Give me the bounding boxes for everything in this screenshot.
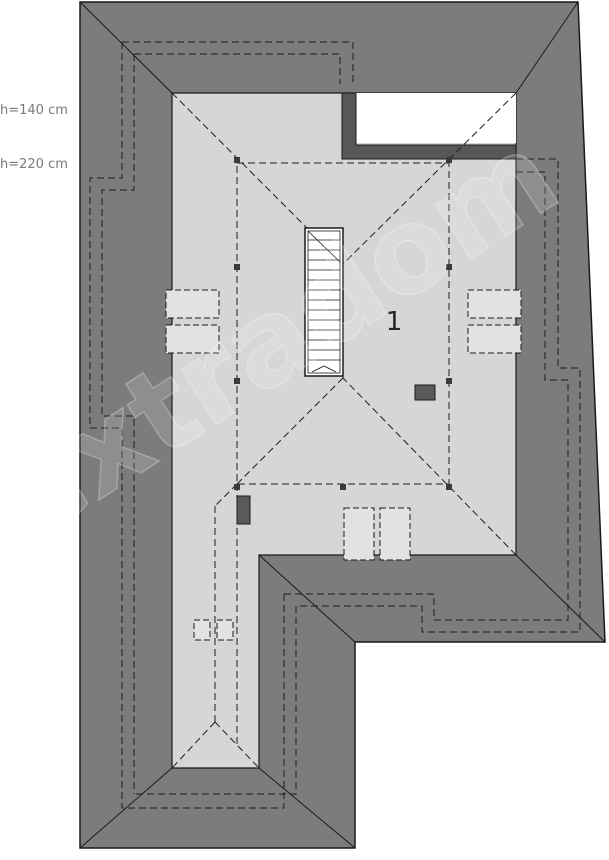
chimney-right — [414, 384, 436, 401]
staircase — [304, 227, 344, 377]
open-void-area — [356, 93, 516, 143]
chimney-left — [236, 495, 251, 525]
structural-posts — [234, 157, 452, 490]
room-number: 1 — [386, 307, 403, 337]
roof-dashed-wall-lines — [89, 41, 581, 809]
roof-ridge-lines — [79, 1, 606, 849]
legend-h140-label: h=140 cm — [0, 103, 68, 118]
roof-windows — [165, 289, 522, 641]
legend-h220-label: h=220 cm — [0, 157, 68, 172]
void-wall — [341, 92, 517, 160]
